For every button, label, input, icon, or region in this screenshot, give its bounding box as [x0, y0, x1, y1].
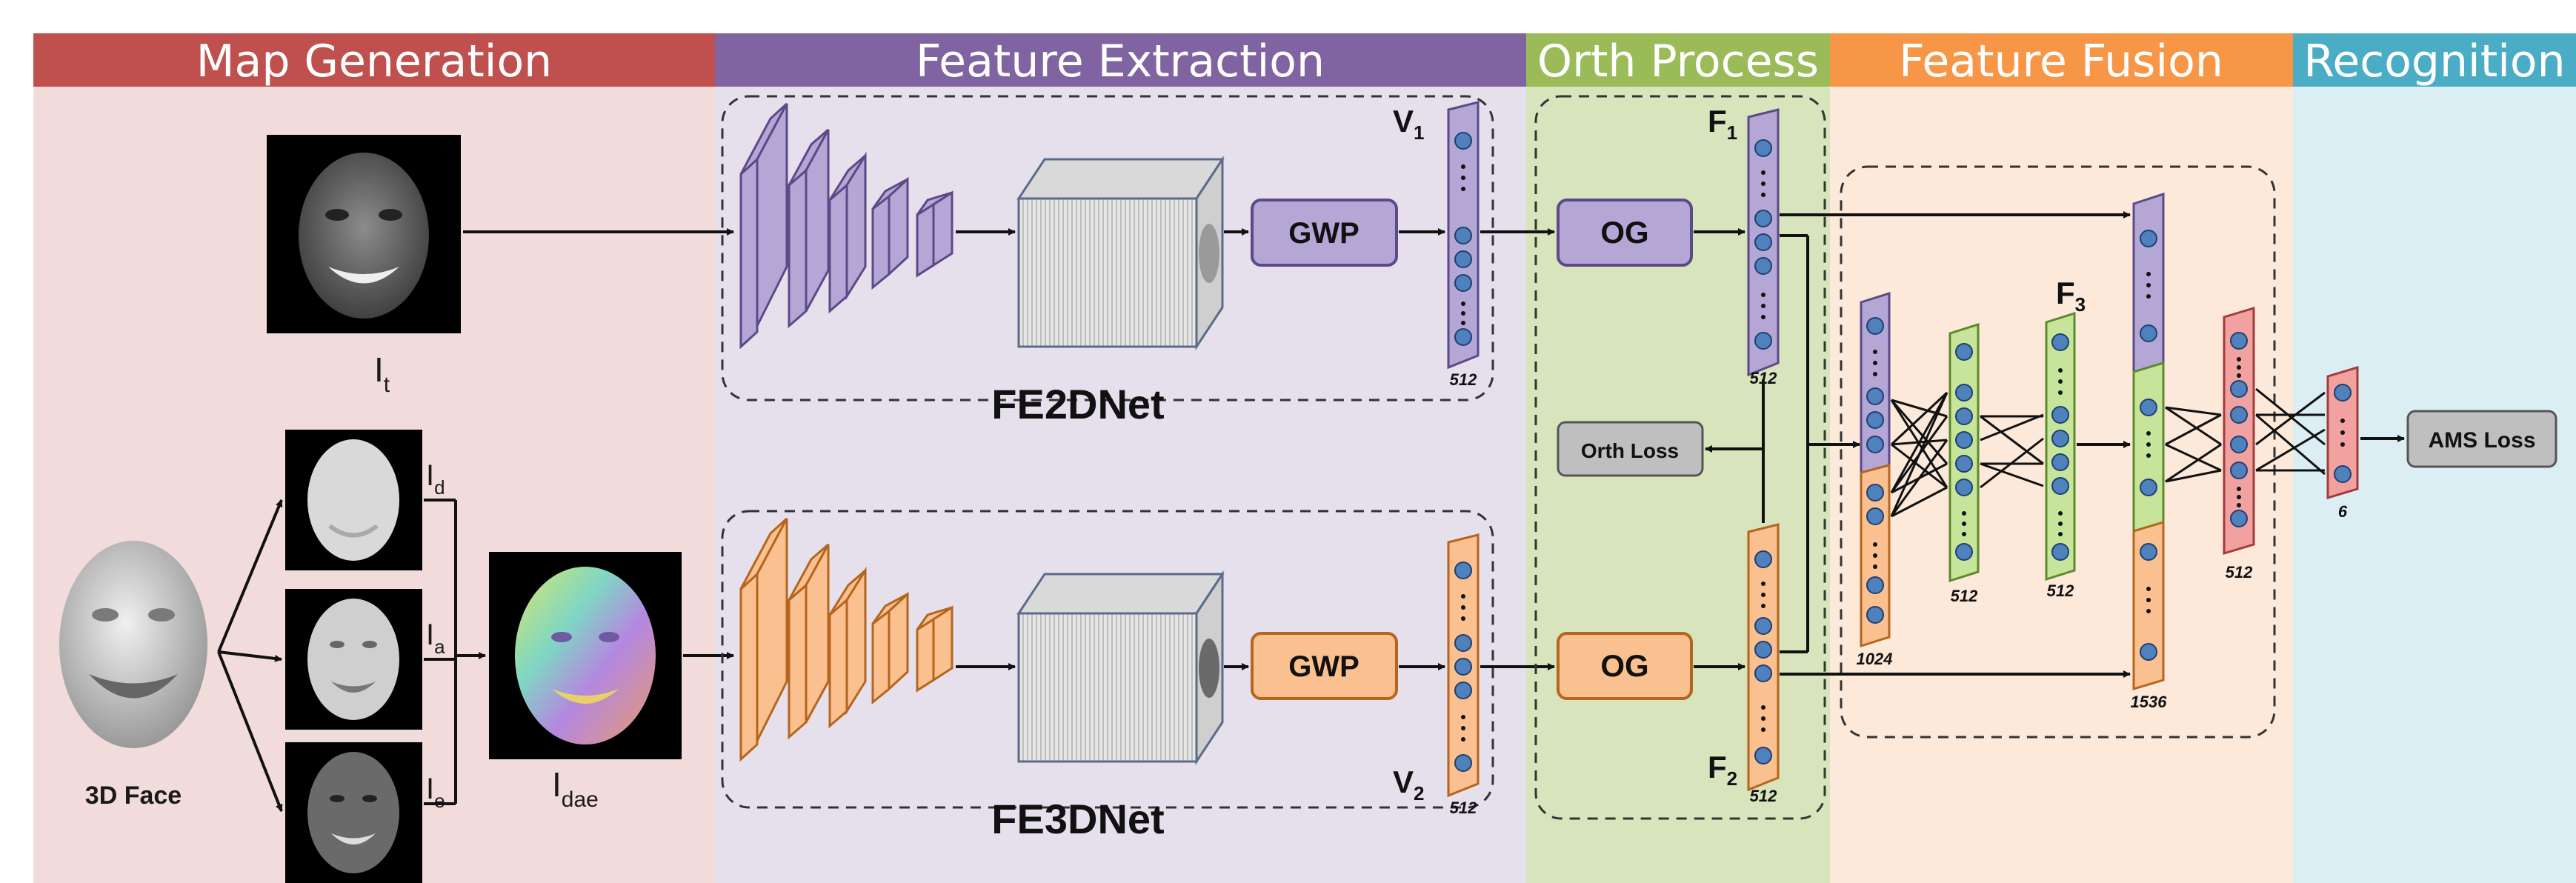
- fusion-connections: [1890, 391, 2222, 518]
- v2-dim-label: 512: [1450, 799, 1477, 817]
- fe3d-conv-layers: [739, 517, 953, 762]
- og-2d-box: [1557, 199, 1693, 267]
- orth-loss-label: Orth Loss: [1581, 439, 1679, 462]
- v2-vector: [1447, 533, 1480, 798]
- orth-process-arrows: [1694, 228, 1860, 670]
- elevation-map-image: [285, 742, 422, 883]
- ams-loss-box: [2406, 410, 2557, 468]
- fe3dnet-label: FE3DNet: [991, 796, 1164, 842]
- feature-fusion-title: Feature Fusion: [1899, 36, 2223, 87]
- feature-fusion-box: [1840, 165, 2276, 739]
- f3-vector: [2045, 311, 2076, 582]
- map-generation-arrows: [217, 228, 734, 812]
- texture-label: It: [374, 350, 390, 397]
- fc6-dim-label: 6: [2338, 502, 2348, 521]
- azimuth-map-image: [285, 589, 422, 730]
- fe3dnet-box: [721, 510, 1494, 809]
- v1-dim-label: 512: [1450, 370, 1477, 389]
- texture-image: [267, 135, 461, 333]
- f2-label: F2: [1708, 750, 1737, 790]
- section-headers: Map Generation Feature Extraction Orth P…: [33, 33, 2576, 87]
- fe2d-feature-cube: [1016, 156, 1225, 350]
- face-3d-label: 3D Face: [85, 782, 182, 810]
- fusion-output-dim-label: 512: [2226, 563, 2253, 582]
- map-generation-header: [33, 33, 715, 87]
- fc6-vector: [2326, 365, 2359, 500]
- gwp-3d-box: [1251, 632, 1398, 700]
- feature-extraction-title: Feature Extraction: [916, 36, 1325, 87]
- recognition: 6 AMS Loss: [2255, 365, 2557, 521]
- gwp-2d-label: GWP: [1288, 217, 1359, 250]
- recognition-header: [2293, 33, 2576, 87]
- feature-fusion: 1024 512 F3 512: [1780, 165, 2276, 739]
- f1-vector: [1747, 108, 1780, 377]
- gwp-2d-box: [1251, 199, 1398, 267]
- v2-label: V2: [1393, 764, 1424, 804]
- feature-extraction-header: [715, 33, 1526, 87]
- dae-map-image: [489, 552, 682, 759]
- og-3d-label: OG: [1600, 648, 1648, 683]
- map-generation: It 3D Face Id Ia: [59, 135, 734, 883]
- concat-1536-dim-label: 1536: [2131, 693, 2168, 711]
- feature-fusion-header: [1830, 33, 2293, 87]
- f3-dim-label: 512: [2047, 582, 2074, 600]
- orth-loss-box: [1557, 421, 1704, 477]
- recognition-connections: [2255, 387, 2326, 476]
- azimuth-map-label: Ia: [426, 619, 445, 658]
- hidden-512-vector: [1948, 322, 1980, 583]
- dae-map-label: Idae: [552, 765, 599, 812]
- orth-process: OG OG Orth Loss F1 512 F2 512: [1534, 95, 1860, 820]
- fusion-output-vector: [2223, 306, 2255, 556]
- fe2dnet-box: [721, 95, 1494, 401]
- gwp-3d-label: GWP: [1288, 650, 1359, 683]
- face-3d-image: [59, 541, 207, 748]
- f2-vector: [1747, 523, 1780, 792]
- depth-map-image: [285, 430, 422, 570]
- orth-process-title: Orth Process: [1537, 36, 1819, 87]
- v1-label: V1: [1393, 104, 1424, 144]
- concat-1536-vector: [2132, 192, 2165, 691]
- recognition-title: Recognition: [2303, 36, 2565, 87]
- feature-extraction: FE2DNet FE3DNet: [721, 95, 1555, 842]
- fe2d-conv-layers: [739, 102, 953, 350]
- feature-extraction-arrows: [956, 228, 1555, 670]
- hidden-dim-label: 512: [1951, 587, 1978, 605]
- fe2dnet-label: FE2DNet: [991, 381, 1164, 427]
- fusion-arrows: [1780, 211, 2131, 678]
- og-3d-box: [1557, 632, 1693, 700]
- depth-map-label: Id: [426, 459, 445, 499]
- f1-label: F1: [1708, 104, 1737, 144]
- v1-vector: [1447, 101, 1480, 370]
- orth-process-box: [1534, 95, 1826, 820]
- fe3d-feature-cube: [1016, 570, 1225, 765]
- f3-label: F3: [2056, 276, 2086, 316]
- orth-process-header: [1526, 33, 1830, 87]
- ams-loss-label: AMS Loss: [2428, 428, 2535, 453]
- map-generation-title: Map Generation: [196, 36, 552, 87]
- concat-dim-label: 1024: [1857, 650, 1893, 668]
- og-2d-label: OG: [1600, 215, 1648, 250]
- concat-1024-vector: [1860, 291, 1891, 648]
- f2-dim-label: 512: [1750, 787, 1777, 805]
- elevation-map-label: Ie: [426, 773, 445, 812]
